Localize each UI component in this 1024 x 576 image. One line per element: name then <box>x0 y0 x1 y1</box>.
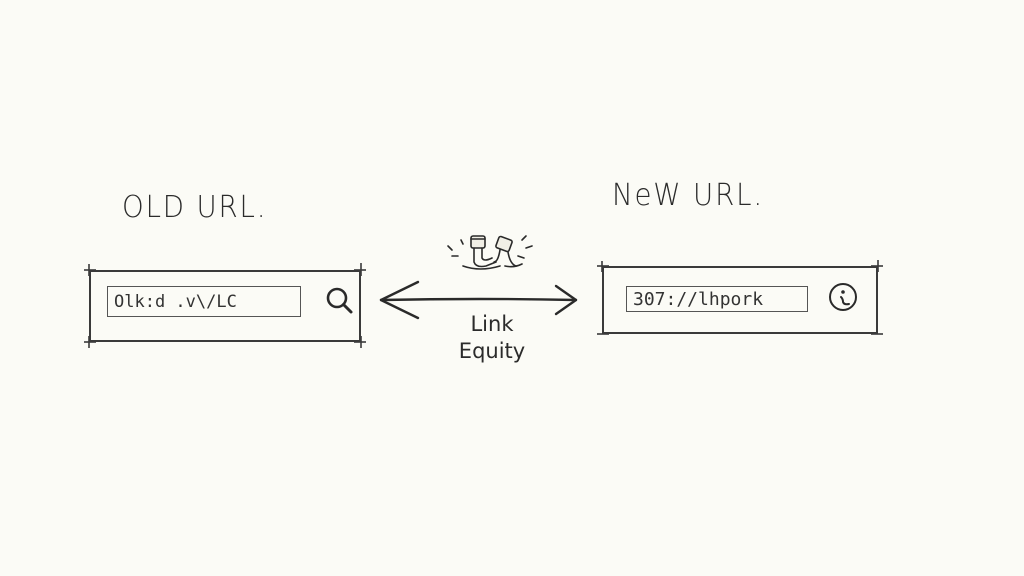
search-circle-icon[interactable] <box>826 280 860 314</box>
link-equity-caption: Link Equity <box>432 311 552 365</box>
caption-line-equity: Equity <box>458 339 526 363</box>
new-url-field[interactable]: 307://lhpork <box>626 286 808 312</box>
pipe-icon <box>447 235 533 270</box>
new-url-bar: 307://lhpork <box>602 266 878 334</box>
magnifier-icon[interactable] <box>323 284 357 318</box>
new-url-heading: NeW URL. <box>612 178 764 213</box>
old-url-field[interactable]: Olk:d .v\/LC <box>107 286 301 317</box>
caption-line-link: Link <box>470 312 514 336</box>
old-url-bar: Olk:d .v\/LC <box>89 270 361 342</box>
old-url-heading: OLD URL. <box>122 190 268 225</box>
